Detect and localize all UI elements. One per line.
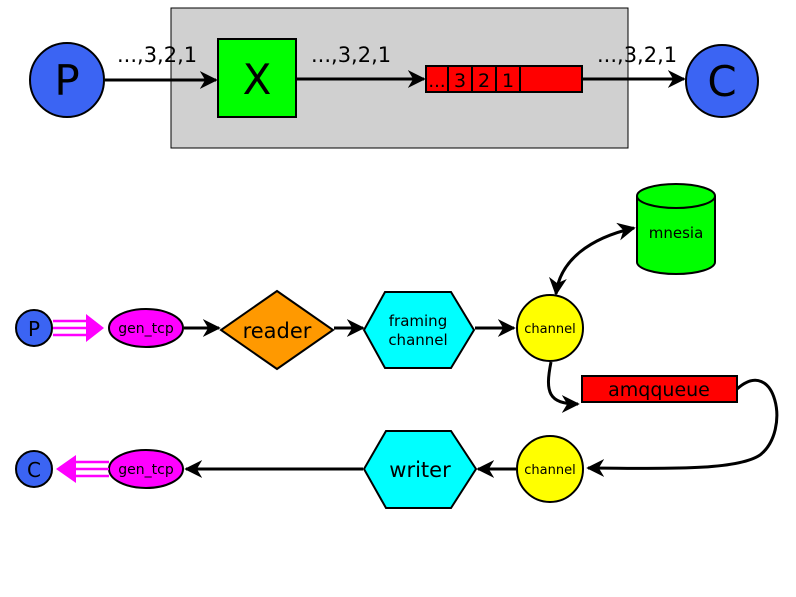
flow-label-2: ...,3,2,1	[311, 43, 391, 67]
gen-tcp-out-node: gen_tcp	[108, 449, 184, 489]
producer-label-top: P	[54, 56, 79, 105]
flow-label-1: ...,3,2,1	[117, 43, 197, 67]
reader-node: reader	[219, 289, 335, 371]
queue-cell-1: 1	[502, 70, 514, 92]
magenta-arrow-in	[53, 314, 104, 342]
producer-node-bottom: P	[15, 309, 53, 347]
exchange-node: X	[217, 38, 297, 118]
amqqueue-node: amqqueue	[581, 375, 738, 403]
consumer-node-bottom: C	[15, 450, 53, 488]
writer-label: writer	[389, 458, 451, 482]
consumer-label-top: C	[707, 57, 736, 106]
exchange-label: X	[243, 55, 272, 104]
gen-tcp-in-node: gen_tcp	[108, 308, 184, 348]
queue-cell-2: 2	[478, 70, 490, 92]
arrow-amqqueue-channel	[586, 378, 779, 478]
gen-tcp-out-label: gen_tcp	[118, 462, 174, 478]
mnesia-label: mnesia	[649, 224, 704, 242]
mnesia-node: mnesia	[636, 183, 716, 275]
channel-bottom-node: channel	[516, 435, 584, 503]
channel-bottom-label: channel	[524, 463, 575, 478]
magenta-arrow-out	[56, 455, 109, 483]
reader-label: reader	[243, 319, 312, 343]
gen-tcp-in-label: gen_tcp	[118, 321, 174, 337]
queue-cell-3: 3	[454, 70, 466, 92]
queue-top: ... 3 2 1	[425, 65, 583, 93]
producer-label-bottom: P	[28, 317, 40, 341]
flow-label-3: ...,3,2,1	[597, 43, 677, 67]
framing-channel-node: framing channel	[362, 291, 476, 369]
producer-node-top: P	[29, 42, 105, 118]
arrow-channel-mnesia	[548, 222, 636, 296]
writer-node: writer	[362, 430, 478, 509]
channel-top-label: channel	[524, 322, 575, 337]
queue-cell-ellipsis: ...	[428, 71, 445, 92]
channel-top-node: channel	[516, 294, 584, 362]
consumer-label-bottom: C	[27, 458, 41, 482]
framing-label-line1: framing	[389, 312, 447, 330]
consumer-node-top: C	[685, 44, 759, 118]
amqqueue-label: amqqueue	[608, 379, 710, 401]
arrow-channel-amqqueue	[547, 361, 580, 413]
framing-label-line2: channel	[388, 331, 447, 349]
